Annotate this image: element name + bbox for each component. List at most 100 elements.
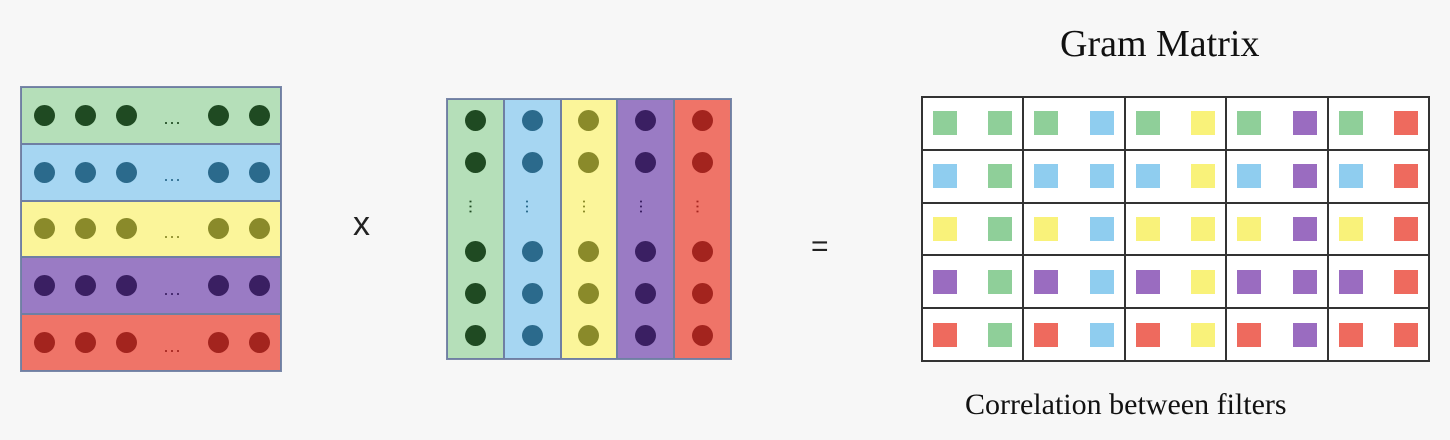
- ellipsis: ...: [163, 221, 182, 242]
- filter-square-blue: [1089, 164, 1114, 189]
- activation-dot: [34, 275, 55, 297]
- activation-dot: [75, 161, 97, 183]
- activation-dot: [692, 283, 714, 304]
- activation-dot: [464, 110, 486, 131]
- filter-square-purple: [933, 269, 957, 294]
- activation-dot: [521, 110, 543, 131]
- gram-matrix-caption: Correlation between filters: [965, 388, 1287, 421]
- activation-dot: [248, 161, 270, 183]
- column-band-yellow: ...: [560, 99, 618, 359]
- gram-cell-blue-red: [1327, 149, 1429, 203]
- filter-square-red: [1394, 164, 1418, 189]
- filter-square-purple: [1292, 111, 1317, 136]
- activation-dot: [635, 325, 657, 346]
- activation-dot: [207, 332, 229, 354]
- activation-dot: [635, 110, 657, 131]
- filter-square-yellow: [1338, 216, 1363, 241]
- activation-dot: [248, 218, 270, 240]
- filter-square-green: [1237, 111, 1262, 136]
- feature-matrix-columns: ...............: [446, 98, 732, 360]
- filter-square-yellow: [1191, 216, 1216, 241]
- filter-square-red: [933, 322, 957, 347]
- filter-square-yellow: [1191, 111, 1216, 136]
- ellipsis: ...: [635, 199, 656, 215]
- multiply-operator: x: [353, 205, 370, 243]
- filter-square-purple: [1135, 269, 1160, 294]
- activation-dot: [464, 283, 486, 304]
- filter-square-purple: [1292, 216, 1317, 241]
- gram-cell-green-yellow: [1124, 97, 1227, 150]
- filter-square-blue: [1338, 164, 1363, 189]
- ellipsis: ...: [163, 278, 182, 299]
- filter-square-blue: [1034, 164, 1059, 189]
- activation-dot: [464, 241, 486, 262]
- activation-dot: [692, 152, 714, 173]
- activation-dot: [116, 104, 138, 126]
- row-band-blue: ...: [21, 143, 281, 201]
- activation-dot: [635, 241, 657, 262]
- filter-square-red: [1394, 111, 1418, 136]
- filter-square-yellow: [1135, 216, 1160, 241]
- filter-square-blue: [1089, 322, 1114, 347]
- activation-dot: [207, 161, 229, 183]
- gram-cell-yellow-red: [1327, 202, 1429, 256]
- filter-square-blue: [1135, 164, 1160, 189]
- activation-dot: [75, 275, 97, 297]
- filter-square-green: [988, 111, 1013, 136]
- filter-square-red: [1394, 322, 1418, 347]
- filter-square-green: [988, 322, 1013, 347]
- gram-cell-purple-yellow: [1124, 255, 1227, 309]
- activation-dot: [116, 332, 138, 354]
- row-band-red: ...: [21, 314, 281, 371]
- activation-dot: [521, 325, 543, 346]
- filter-square-red: [1394, 269, 1418, 294]
- filter-square-green: [988, 216, 1013, 241]
- row-band-yellow: ...: [21, 200, 281, 258]
- activation-dot: [578, 241, 600, 262]
- gram-cell-purple-red: [1327, 255, 1429, 309]
- filter-square-yellow: [1191, 164, 1216, 189]
- filter-square-red: [1237, 322, 1262, 347]
- filter-square-red: [1034, 322, 1059, 347]
- filter-square-blue: [1089, 269, 1114, 294]
- filter-square-purple: [1292, 164, 1317, 189]
- activation-dot: [207, 218, 229, 240]
- filter-square-green: [1135, 111, 1160, 136]
- activation-dot: [116, 275, 138, 297]
- gram-cell-yellow-purple: [1226, 202, 1328, 256]
- filter-square-blue: [1237, 164, 1262, 189]
- activation-dot: [248, 332, 270, 354]
- equals-operator: =: [811, 230, 829, 263]
- filter-square-purple: [1292, 322, 1317, 347]
- filter-square-yellow: [1191, 269, 1216, 294]
- activation-dot: [578, 110, 600, 131]
- gram-cell-red-green: [922, 308, 1024, 361]
- feature-matrix-rows: ...............: [20, 86, 282, 372]
- activation-dot: [578, 325, 600, 346]
- gram-cell-purple-purple: [1226, 255, 1328, 309]
- ellipsis: ...: [465, 199, 486, 215]
- activation-dot: [75, 332, 97, 354]
- gram-cell-green-red: [1327, 97, 1429, 150]
- filter-square-purple: [1034, 269, 1059, 294]
- activation-dot: [248, 104, 270, 126]
- activation-dot: [692, 325, 714, 346]
- activation-dot: [635, 283, 657, 304]
- ellipsis: ...: [578, 199, 599, 215]
- gram-cell-blue-purple: [1226, 149, 1328, 203]
- activation-dot: [34, 332, 55, 354]
- activation-dot: [692, 110, 714, 131]
- filter-square-blue: [1089, 111, 1114, 136]
- gram-cell-purple-green: [922, 255, 1024, 309]
- filter-square-green: [1034, 111, 1059, 136]
- gram-cell-green-purple: [1226, 97, 1328, 150]
- activation-dot: [635, 152, 657, 173]
- gram-cell-red-red: [1327, 308, 1429, 361]
- gram-cell-red-yellow: [1124, 308, 1227, 361]
- ellipsis: ...: [163, 108, 182, 129]
- row-band-purple: ...: [21, 257, 281, 315]
- filter-square-green: [1338, 111, 1363, 136]
- ellipsis: ...: [692, 199, 713, 215]
- activation-dot: [116, 218, 138, 240]
- activation-dot: [464, 152, 486, 173]
